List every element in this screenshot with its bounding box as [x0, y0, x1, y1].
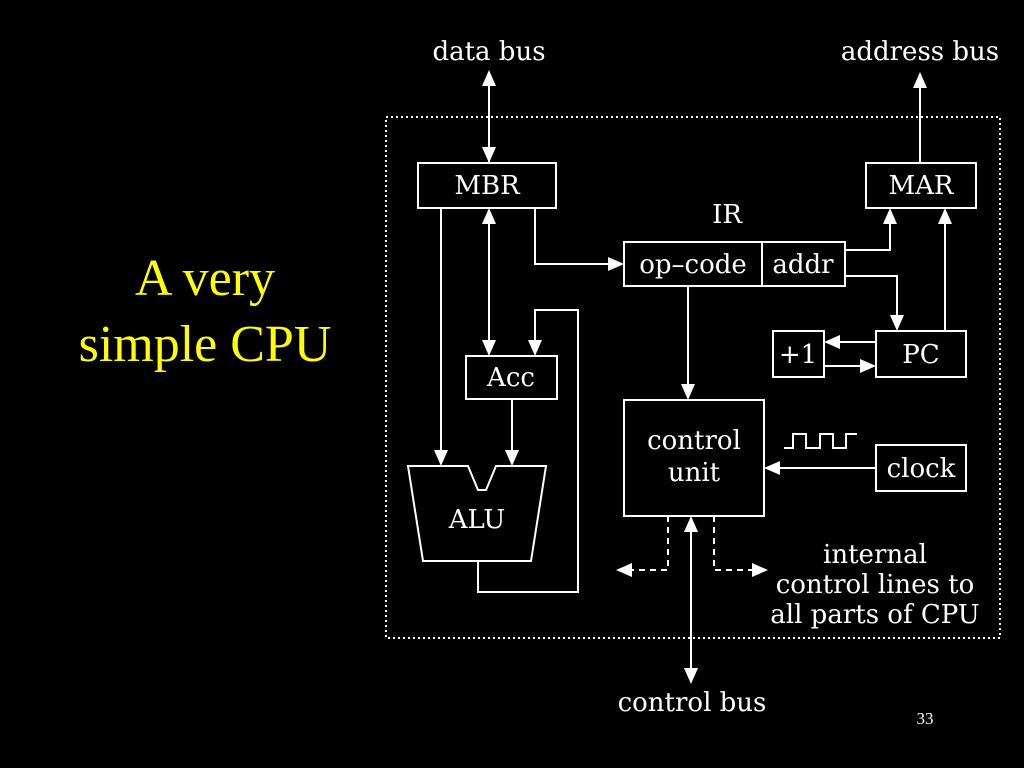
mbr-to-alu-arrow	[434, 450, 448, 466]
mbr-box	[417, 162, 557, 209]
alu-feedback-arrow	[528, 340, 542, 356]
alu-label: ALU	[448, 505, 506, 535]
mar-box	[865, 162, 977, 209]
mbr-acc-arrow-up	[482, 208, 496, 224]
internal-control-arrow-left	[616, 563, 632, 577]
pc-to-inc-arrow	[824, 335, 840, 349]
pc-label: PC	[902, 340, 939, 370]
slide-title-line-2: simple CPU	[78, 316, 332, 373]
mbr-to-ir-arrow	[608, 257, 624, 271]
addr-to-mar-line	[845, 222, 891, 251]
control-unit-label-line-2: unit	[668, 458, 721, 488]
ir-to-control-arrow	[681, 384, 695, 400]
slide-title-line-1: A very	[134, 250, 276, 307]
data-bus-label: data bus	[432, 37, 545, 67]
acc-label: Acc	[486, 363, 535, 393]
inc-to-pc-arrow	[860, 359, 876, 373]
ir-opcode-box	[623, 241, 763, 287]
mar-label: MAR	[889, 171, 955, 201]
op-code-label: op–code	[639, 250, 747, 280]
incrementer-label: +1	[779, 340, 817, 370]
mbr-to-ir-line	[534, 207, 610, 265]
internal-control-line-right	[713, 516, 752, 571]
internal-control-line-left	[632, 516, 669, 571]
slide-number: 33	[916, 709, 934, 728]
acc-to-alu-arrow	[505, 450, 519, 466]
cpu-boundary	[385, 116, 1001, 639]
pc-box	[875, 330, 967, 378]
data-bus-arrow-up	[482, 70, 496, 86]
mbr-label: MBR	[454, 171, 521, 201]
control-unit-label-line-1: control	[647, 426, 741, 456]
internal-lines-note-line-1: internal	[823, 540, 927, 570]
control-unit-box	[623, 399, 765, 517]
control-bus-arrow-up	[684, 516, 698, 532]
ir-addr-box	[761, 241, 846, 287]
data-bus-arrow-down	[482, 147, 496, 163]
acc-box	[465, 355, 558, 400]
addr-to-pc-line	[845, 275, 898, 317]
ir-label: IR	[712, 200, 743, 230]
internal-control-arrow-right	[752, 563, 768, 577]
clock-waveform	[784, 433, 857, 449]
alu-shape	[406, 465, 548, 562]
address-bus-arrow	[913, 72, 927, 88]
clock-label: clock	[887, 454, 956, 484]
clock-box	[875, 444, 967, 492]
address-bus-label: address bus	[841, 37, 999, 67]
control-bus-label: control bus	[618, 688, 767, 718]
addr-label: addr	[772, 250, 834, 280]
internal-lines-note-line-2: control lines to	[776, 570, 975, 600]
internal-lines-note-line-3: all parts of CPU	[770, 600, 979, 630]
mbr-acc-arrow-down	[482, 340, 496, 356]
pc-to-mar-arrow	[938, 208, 952, 224]
slide-title: A very simple CPU	[30, 246, 380, 378]
control-bus-arrow-down	[684, 668, 698, 684]
addr-to-mar-arrow	[883, 208, 897, 224]
clock-to-control-arrow	[764, 461, 780, 475]
alu-feedback-line	[477, 309, 579, 593]
incrementer-box	[772, 330, 825, 378]
addr-to-pc-arrow	[890, 315, 904, 331]
